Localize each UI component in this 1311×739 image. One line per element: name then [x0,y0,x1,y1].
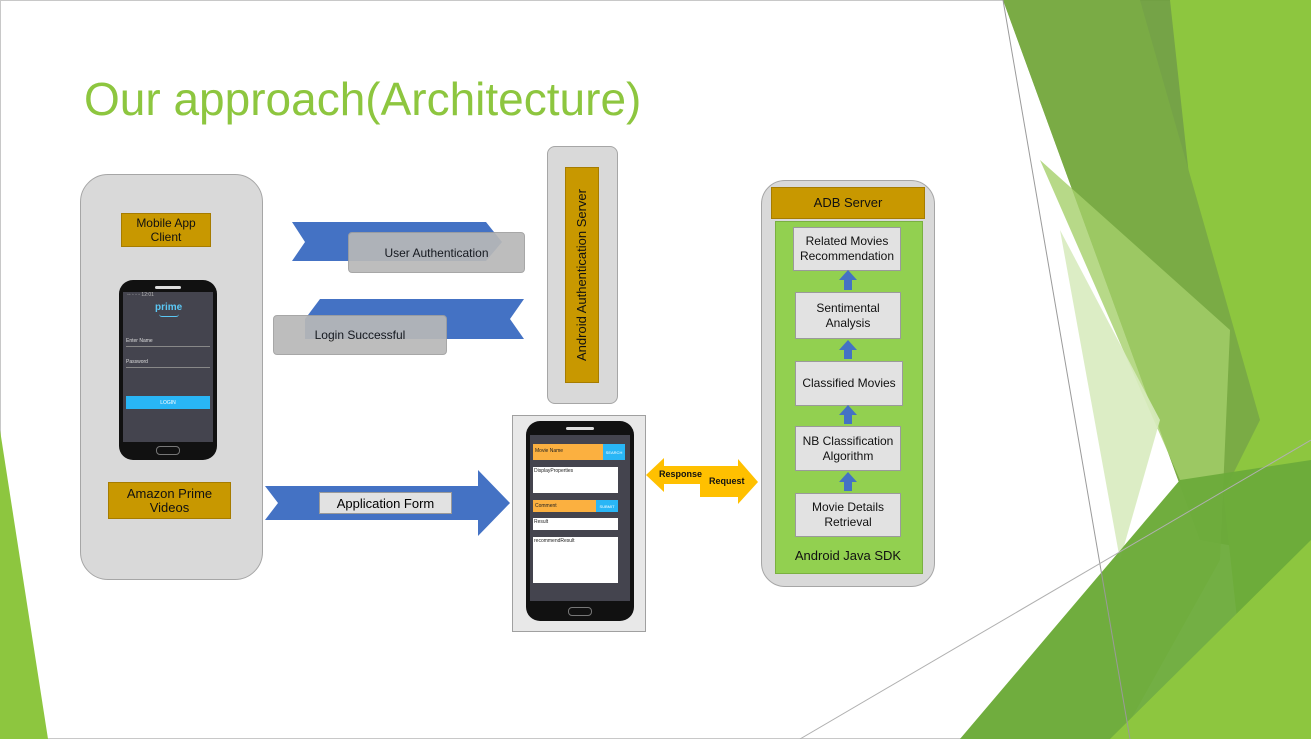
request-label: Request [709,476,745,486]
up-arrow-stem [844,482,852,491]
up-arrow-icon [839,270,857,280]
response-label: Response [659,469,703,479]
step-related-movies: Related Movies Recommendation [793,227,901,271]
recommend-result-text: recommendResult [534,538,575,544]
auth-server-label: Android Authentication Server [565,167,599,383]
login-successful-label: Login Successful [273,315,447,355]
display-properties-text: DisplayProperties [534,468,574,474]
login-button[interactable]: LOGIN [126,396,210,409]
home-button [156,446,180,455]
user-authentication-label: User Authentication [348,232,525,273]
display-properties-box: DisplayProperties [533,467,618,493]
login-button-label: LOGIN [160,399,176,406]
password-field[interactable]: Password [126,359,148,365]
up-arrow-stem [844,350,852,359]
amazon-prime-videos-label: Amazon Prime Videos [108,482,231,519]
page-title: Our approach(Architecture) [84,73,642,125]
search-button[interactable]: SEARCH [603,444,625,460]
up-arrow-stem [844,280,852,290]
mobile-app-client-label: Mobile App Client [121,213,211,247]
up-arrow-stem [844,415,852,424]
application-form-label: Application Form [319,492,452,514]
step-sentimental-analysis: Sentimental Analysis [795,292,901,339]
step-movie-details: Movie Details Retrieval [795,493,901,537]
request-arrow [700,459,758,504]
form-phone: Movie Name SEARCH DisplayProperties Comm… [526,421,634,621]
comment-text: Comment [535,503,557,509]
movie-name-input[interactable]: Movie Name [533,444,603,460]
android-java-sdk-label: Android Java SDK [794,548,902,563]
step-nb-classification: NB Classification Algorithm [795,426,901,471]
movie-name-text: Movie Name [535,448,564,454]
recommend-result-box: recommendResult [533,537,618,583]
comment-input[interactable]: Comment [533,500,596,512]
up-arrow-icon [839,472,857,482]
form-phone-home-button [568,607,592,616]
response-arrow [646,458,706,492]
prime-logo: prime [155,302,183,313]
step-classified-movies: Classified Movies [795,361,903,406]
search-button-label: SEARCH [605,449,623,455]
submit-button[interactable]: SUBMIT [596,500,618,512]
submit-button-label: SUBMIT [599,503,615,509]
result-text: Result [534,519,549,525]
login-phone: ◦◦ ◦ ◦ ◦ 12:01 prime Enter Name Password… [119,280,217,460]
adb-server-label: ADB Server [771,187,925,219]
up-arrow-icon [839,340,857,350]
up-arrow-icon [839,405,857,415]
result-box: Result [533,518,618,530]
enter-name-field[interactable]: Enter Name [126,338,153,344]
